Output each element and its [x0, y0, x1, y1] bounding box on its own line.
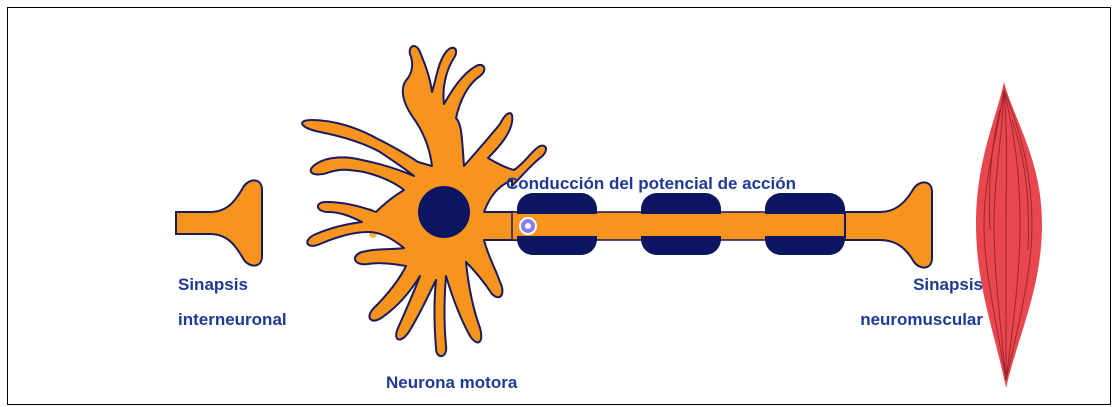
label-neuromuscular-1: Sinapsis [913, 275, 983, 294]
label-conduction: Conducción del potencial de acción [506, 174, 796, 193]
label-neuromuscular-2: neuromuscular [860, 310, 983, 329]
interneuron-terminal [175, 179, 263, 267]
label-interneuronal-2: interneuronal [178, 310, 287, 329]
muscle-fiber-icon [976, 82, 1042, 388]
nucleus [418, 186, 470, 238]
label-motor-neuron: Neurona motora [386, 373, 518, 392]
axon-core [517, 214, 845, 236]
axon-terminal [844, 181, 933, 269]
label-interneuronal-1: Sinapsis [178, 275, 248, 294]
impulse-icon [519, 217, 537, 235]
